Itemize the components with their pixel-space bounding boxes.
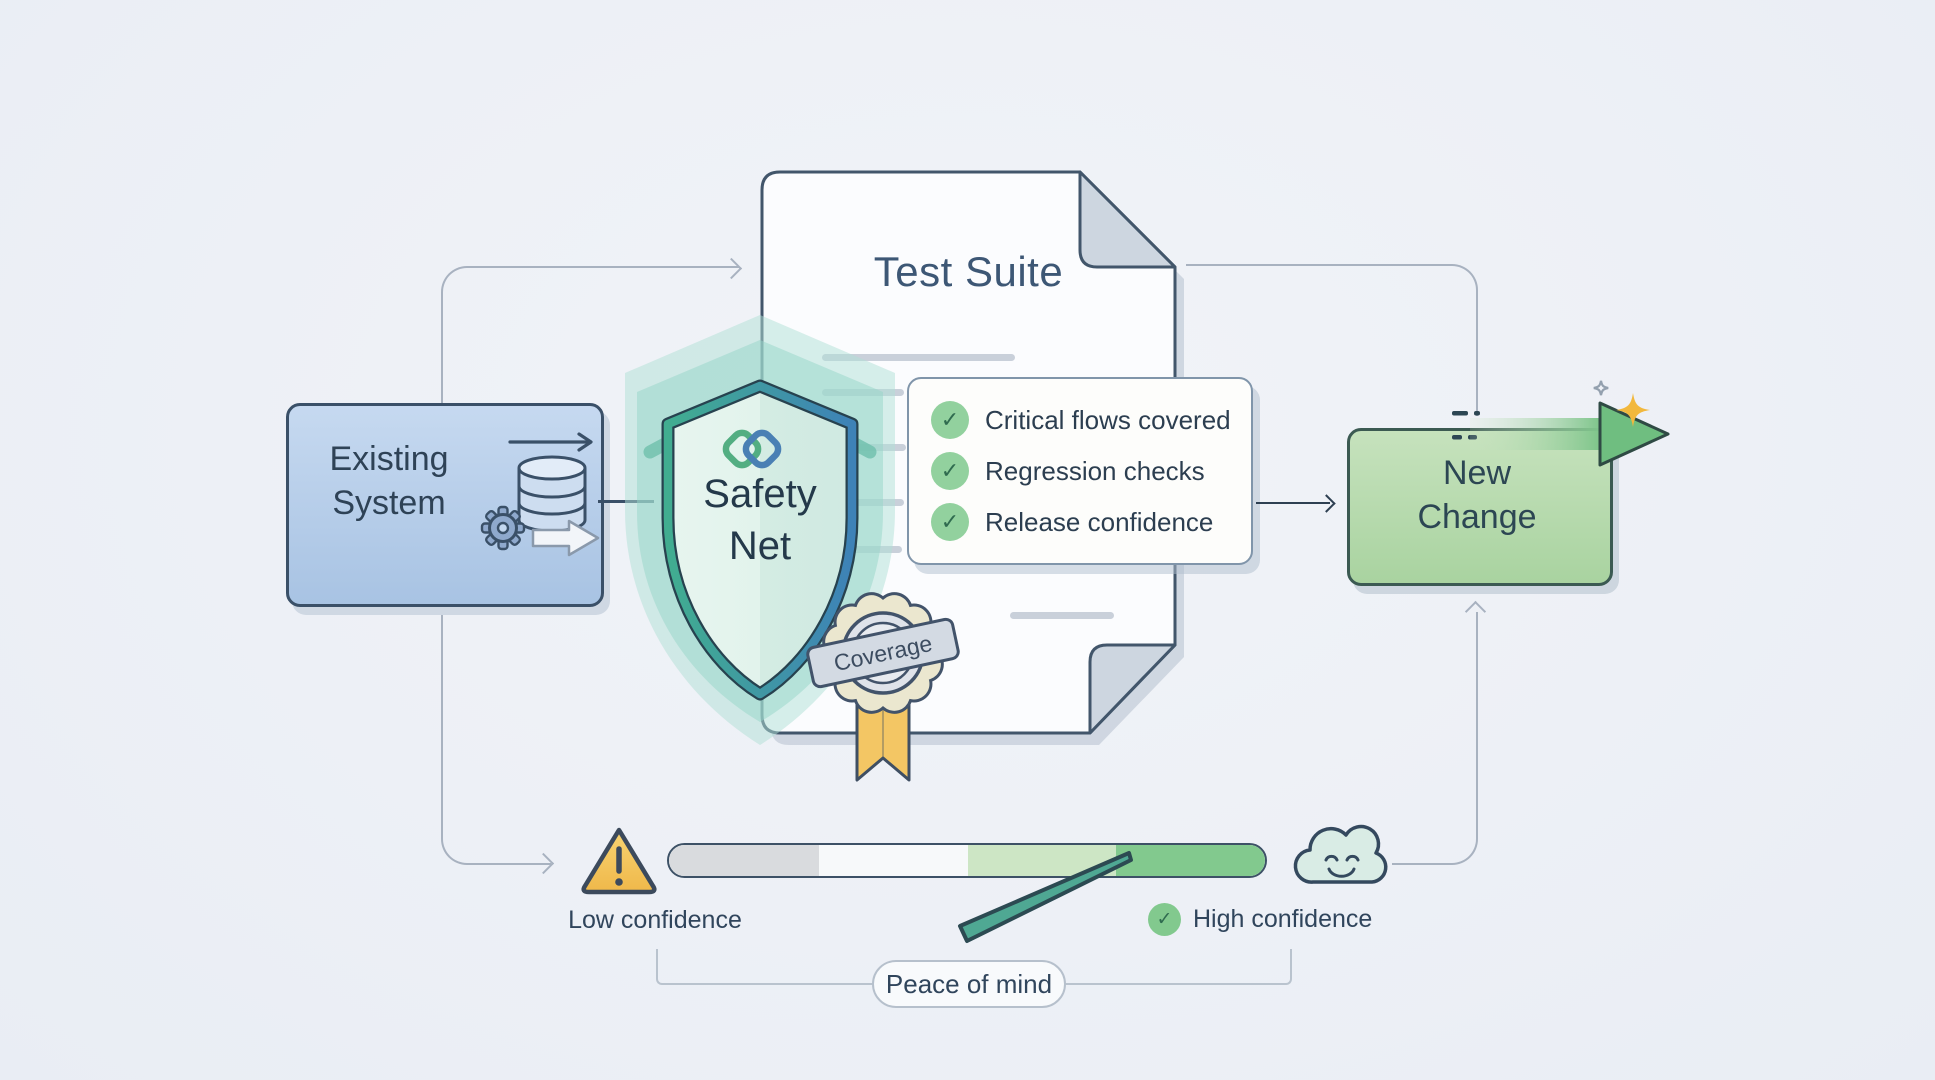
gauge-needle-icon (958, 851, 1133, 943)
check-icon: ✓ (1148, 903, 1181, 936)
high-confidence-group: ✓ High confidence (1148, 903, 1372, 936)
bracket-right (1064, 949, 1292, 985)
document-bottom-fold-icon (1088, 643, 1177, 735)
peace-of-mind-pill: Peace of mind (872, 960, 1066, 1008)
arrow-checklist-to-newchange (1256, 502, 1330, 504)
document-title: Test Suite (873, 248, 1064, 295)
checklist-row: ✓ Regression checks (931, 452, 1251, 490)
output-arrow-icon (531, 519, 600, 557)
existing-system-label: Existing System (329, 440, 449, 522)
sparkle-small-icon (1593, 380, 1609, 396)
coverage-badge: Coverage (806, 592, 960, 782)
system-icons (480, 432, 600, 557)
arrowhead-newchange-icon (1317, 494, 1336, 513)
meter-segment-high (1115, 845, 1265, 876)
shield-gradient-rim (663, 381, 857, 699)
confidence-meter-bar (667, 843, 1267, 878)
checklist-row: ✓ Release confidence (931, 503, 1251, 541)
low-confidence-label: Low confidence (568, 906, 742, 934)
doc-line (822, 354, 1015, 361)
check-icon: ✓ (931, 401, 969, 439)
checklist-item-label: Release confidence (985, 506, 1214, 537)
connector-doc-to-newchange (1186, 264, 1478, 416)
gear-icon (480, 505, 526, 551)
knot-link-icon (722, 429, 782, 469)
connector-existing-to-doc (441, 266, 739, 408)
bracket-left (656, 949, 874, 985)
database-icon (517, 455, 587, 533)
safety-net-label: Safety Net (703, 472, 817, 568)
sparkle-large-icon (1616, 393, 1650, 427)
checklist-row: ✓ Critical flows covered (931, 401, 1251, 439)
checklist-item-label: Regression checks (985, 455, 1205, 486)
doc-line (1010, 612, 1114, 619)
warning-triangle-icon (581, 827, 657, 895)
high-confidence-label: High confidence (1193, 905, 1373, 933)
connector-meter-to-newchange (1392, 612, 1478, 865)
connector-existing-to-meter (441, 601, 551, 865)
deploy-arrow (1452, 401, 1670, 467)
meter-segment-mid (819, 845, 969, 876)
safety-net-shield (625, 315, 895, 745)
check-icon: ✓ (931, 452, 969, 490)
deploy-arrow-shaft (1470, 418, 1602, 450)
checklist-panel: ✓ Critical flows covered ✓ Regression ch… (907, 377, 1253, 565)
check-icon: ✓ (931, 503, 969, 541)
checklist-item-label: Critical flows covered (985, 404, 1231, 435)
sparkles-icon (1593, 380, 1650, 427)
happy-cloud-icon (1293, 824, 1388, 884)
flow-arrow-icon (508, 432, 593, 452)
new-change-label: New Change (1417, 454, 1537, 536)
meter-segment-low (669, 845, 820, 876)
document-top-fold-icon (1078, 170, 1177, 269)
